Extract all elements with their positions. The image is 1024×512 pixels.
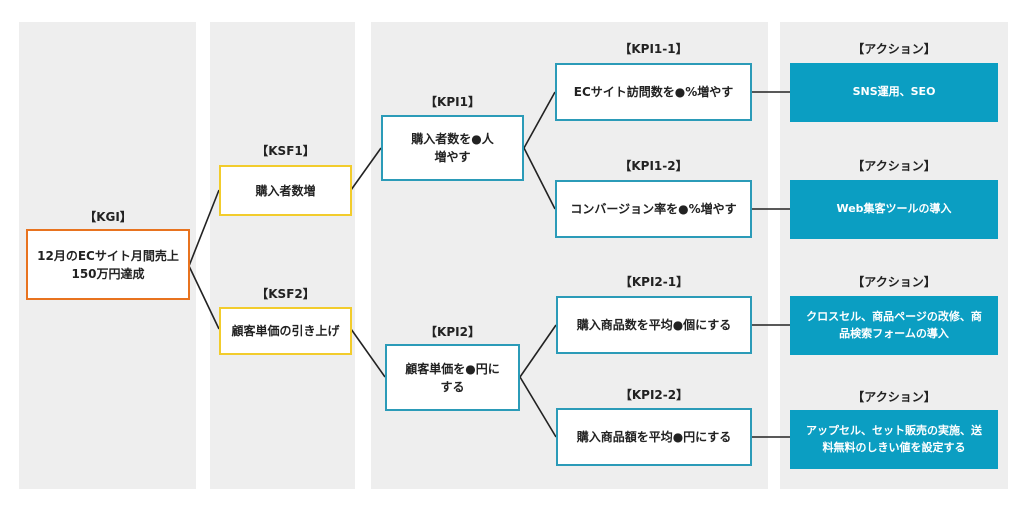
action4-box: アップセル、セット販売の実施、送 料無料のしきい値を設定する (790, 410, 998, 469)
kpi11-label: 【KPI1-1】 (619, 42, 688, 56)
kpi2-text-line1: 顧客単価を●円に (405, 361, 500, 376)
action3-text-line1: クロスセル、商品ページの改修、商 (806, 310, 982, 323)
action2-label: 【アクション】 (852, 159, 936, 173)
kpi22-text: 購入商品額を平均●円にする (576, 430, 732, 444)
ksf2-label: 【KSF2】 (256, 287, 315, 301)
kpi11-text: ECサイト訪問数を●%増やす (573, 85, 734, 99)
ksf2-box: 顧客単価の引き上げ (219, 307, 352, 355)
action3-box: クロスセル、商品ページの改修、商 品検索フォームの導入 (790, 296, 998, 355)
kpi1-label: 【KPI1】 (425, 95, 480, 109)
action2-text-line1: Web集客ツールの導入 (836, 202, 952, 216)
connector-kgi-ksf2 (188, 265, 220, 330)
ksf1-label: 【KSF1】 (256, 144, 315, 158)
ksf1-box: 購入者数増 (219, 165, 352, 216)
kpi12-text: コンバージョン率を●%増やす (570, 202, 737, 216)
kpi22-box: 購入商品額を平均●円にする (556, 408, 752, 466)
connector-kpi1-kpi12 (523, 147, 556, 210)
action1-box: SNS運用、SEO (790, 63, 998, 122)
connector-kpi1-kpi11 (523, 91, 556, 149)
kpi12-label: 【KPI1-2】 (619, 159, 688, 173)
ksf-column (210, 22, 355, 489)
kpi12-box: コンバージョン率を●%増やす (555, 180, 752, 238)
kpi2-box: 顧客単価を●円に する (385, 344, 520, 411)
action1-text-line1: SNS運用、SEO (852, 85, 936, 99)
connector-kgi-ksf1 (188, 189, 220, 267)
kgi-box: 12月のECサイト月間売上 150万円達成 (26, 229, 190, 300)
kpi1-text-line2: 増やす (434, 150, 471, 164)
kpi1-text-line1: 購入者数を●人 (411, 132, 494, 146)
action4-text-line1: アップセル、セット販売の実施、送 (806, 424, 982, 437)
connector-kpi2-kpi21 (519, 324, 557, 378)
kpi2-text-line2: する (440, 379, 465, 394)
kpi21-label: 【KPI2-1】 (619, 275, 689, 289)
connector-ksf2-kpi2 (350, 328, 386, 378)
action4-label: 【アクション】 (852, 390, 936, 404)
connector-ksf1-kpi1 (350, 147, 382, 191)
kpi1-box: 購入者数を●人 増やす (381, 115, 524, 181)
kgi-label: 【KGI】 (84, 210, 132, 224)
ksf2-text: 顧客単価の引き上げ (231, 324, 340, 338)
kgi-text-line2: 150万円達成 (71, 266, 145, 281)
kgi-text-line1: 12月のECサイト月間売上 (37, 248, 179, 263)
kpi11-box: ECサイト訪問数を●%増やす (555, 63, 752, 121)
action1-label: 【アクション】 (852, 42, 936, 56)
kpi22-label: 【KPI2-2】 (619, 388, 689, 402)
ksf1-text: 購入者数増 (255, 183, 316, 198)
kpi21-text: 購入商品数を平均●個にする (576, 318, 732, 332)
action4-text-line2: 料無料のしきい値を設定する (822, 440, 966, 454)
connector-kpi2-kpi22 (519, 376, 557, 438)
action3-label: 【アクション】 (852, 275, 936, 289)
kpi21-box: 購入商品数を平均●個にする (556, 296, 752, 354)
action2-box: Web集客ツールの導入 (790, 180, 998, 239)
kpi2-label: 【KPI2】 (425, 325, 480, 339)
action3-text-line2: 品検索フォームの導入 (839, 326, 949, 340)
